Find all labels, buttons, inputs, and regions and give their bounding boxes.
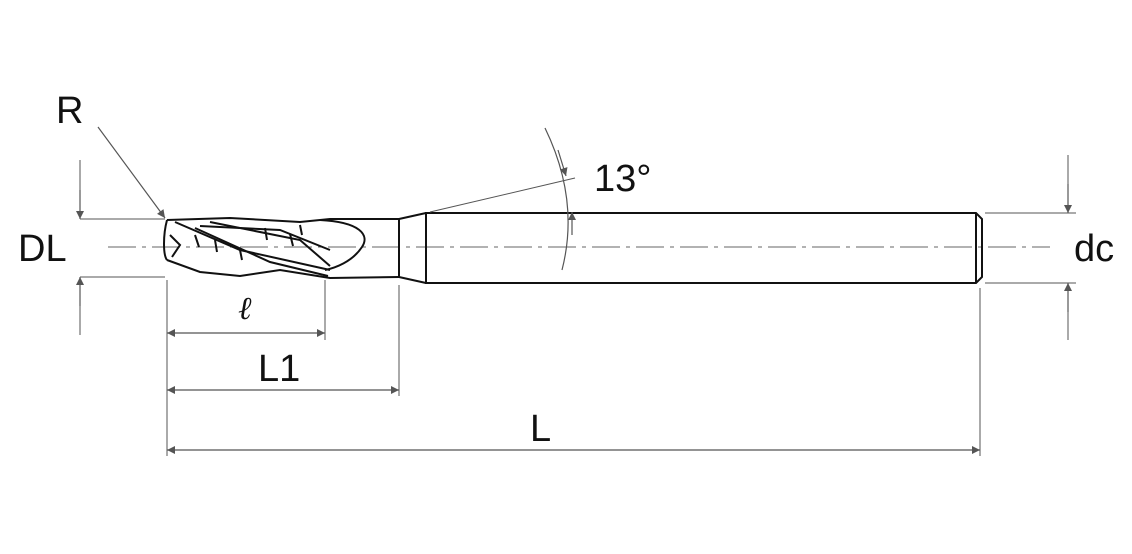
shank [398, 212, 983, 284]
label-flute-length: ℓ [238, 289, 252, 327]
radius-leader [97, 126, 166, 219]
dimension-arrows [76, 126, 1072, 454]
label-l1: L1 [258, 348, 301, 390]
label-l: L [530, 408, 552, 450]
label-dc: dc [1074, 228, 1115, 270]
label-angle: 13° [594, 158, 652, 200]
label-r: R [56, 90, 84, 132]
label-dl: DL [18, 228, 67, 270]
angle-arc [544, 127, 569, 271]
extension-lines [79, 155, 1076, 456]
cutting-flutes [163, 216, 400, 280]
